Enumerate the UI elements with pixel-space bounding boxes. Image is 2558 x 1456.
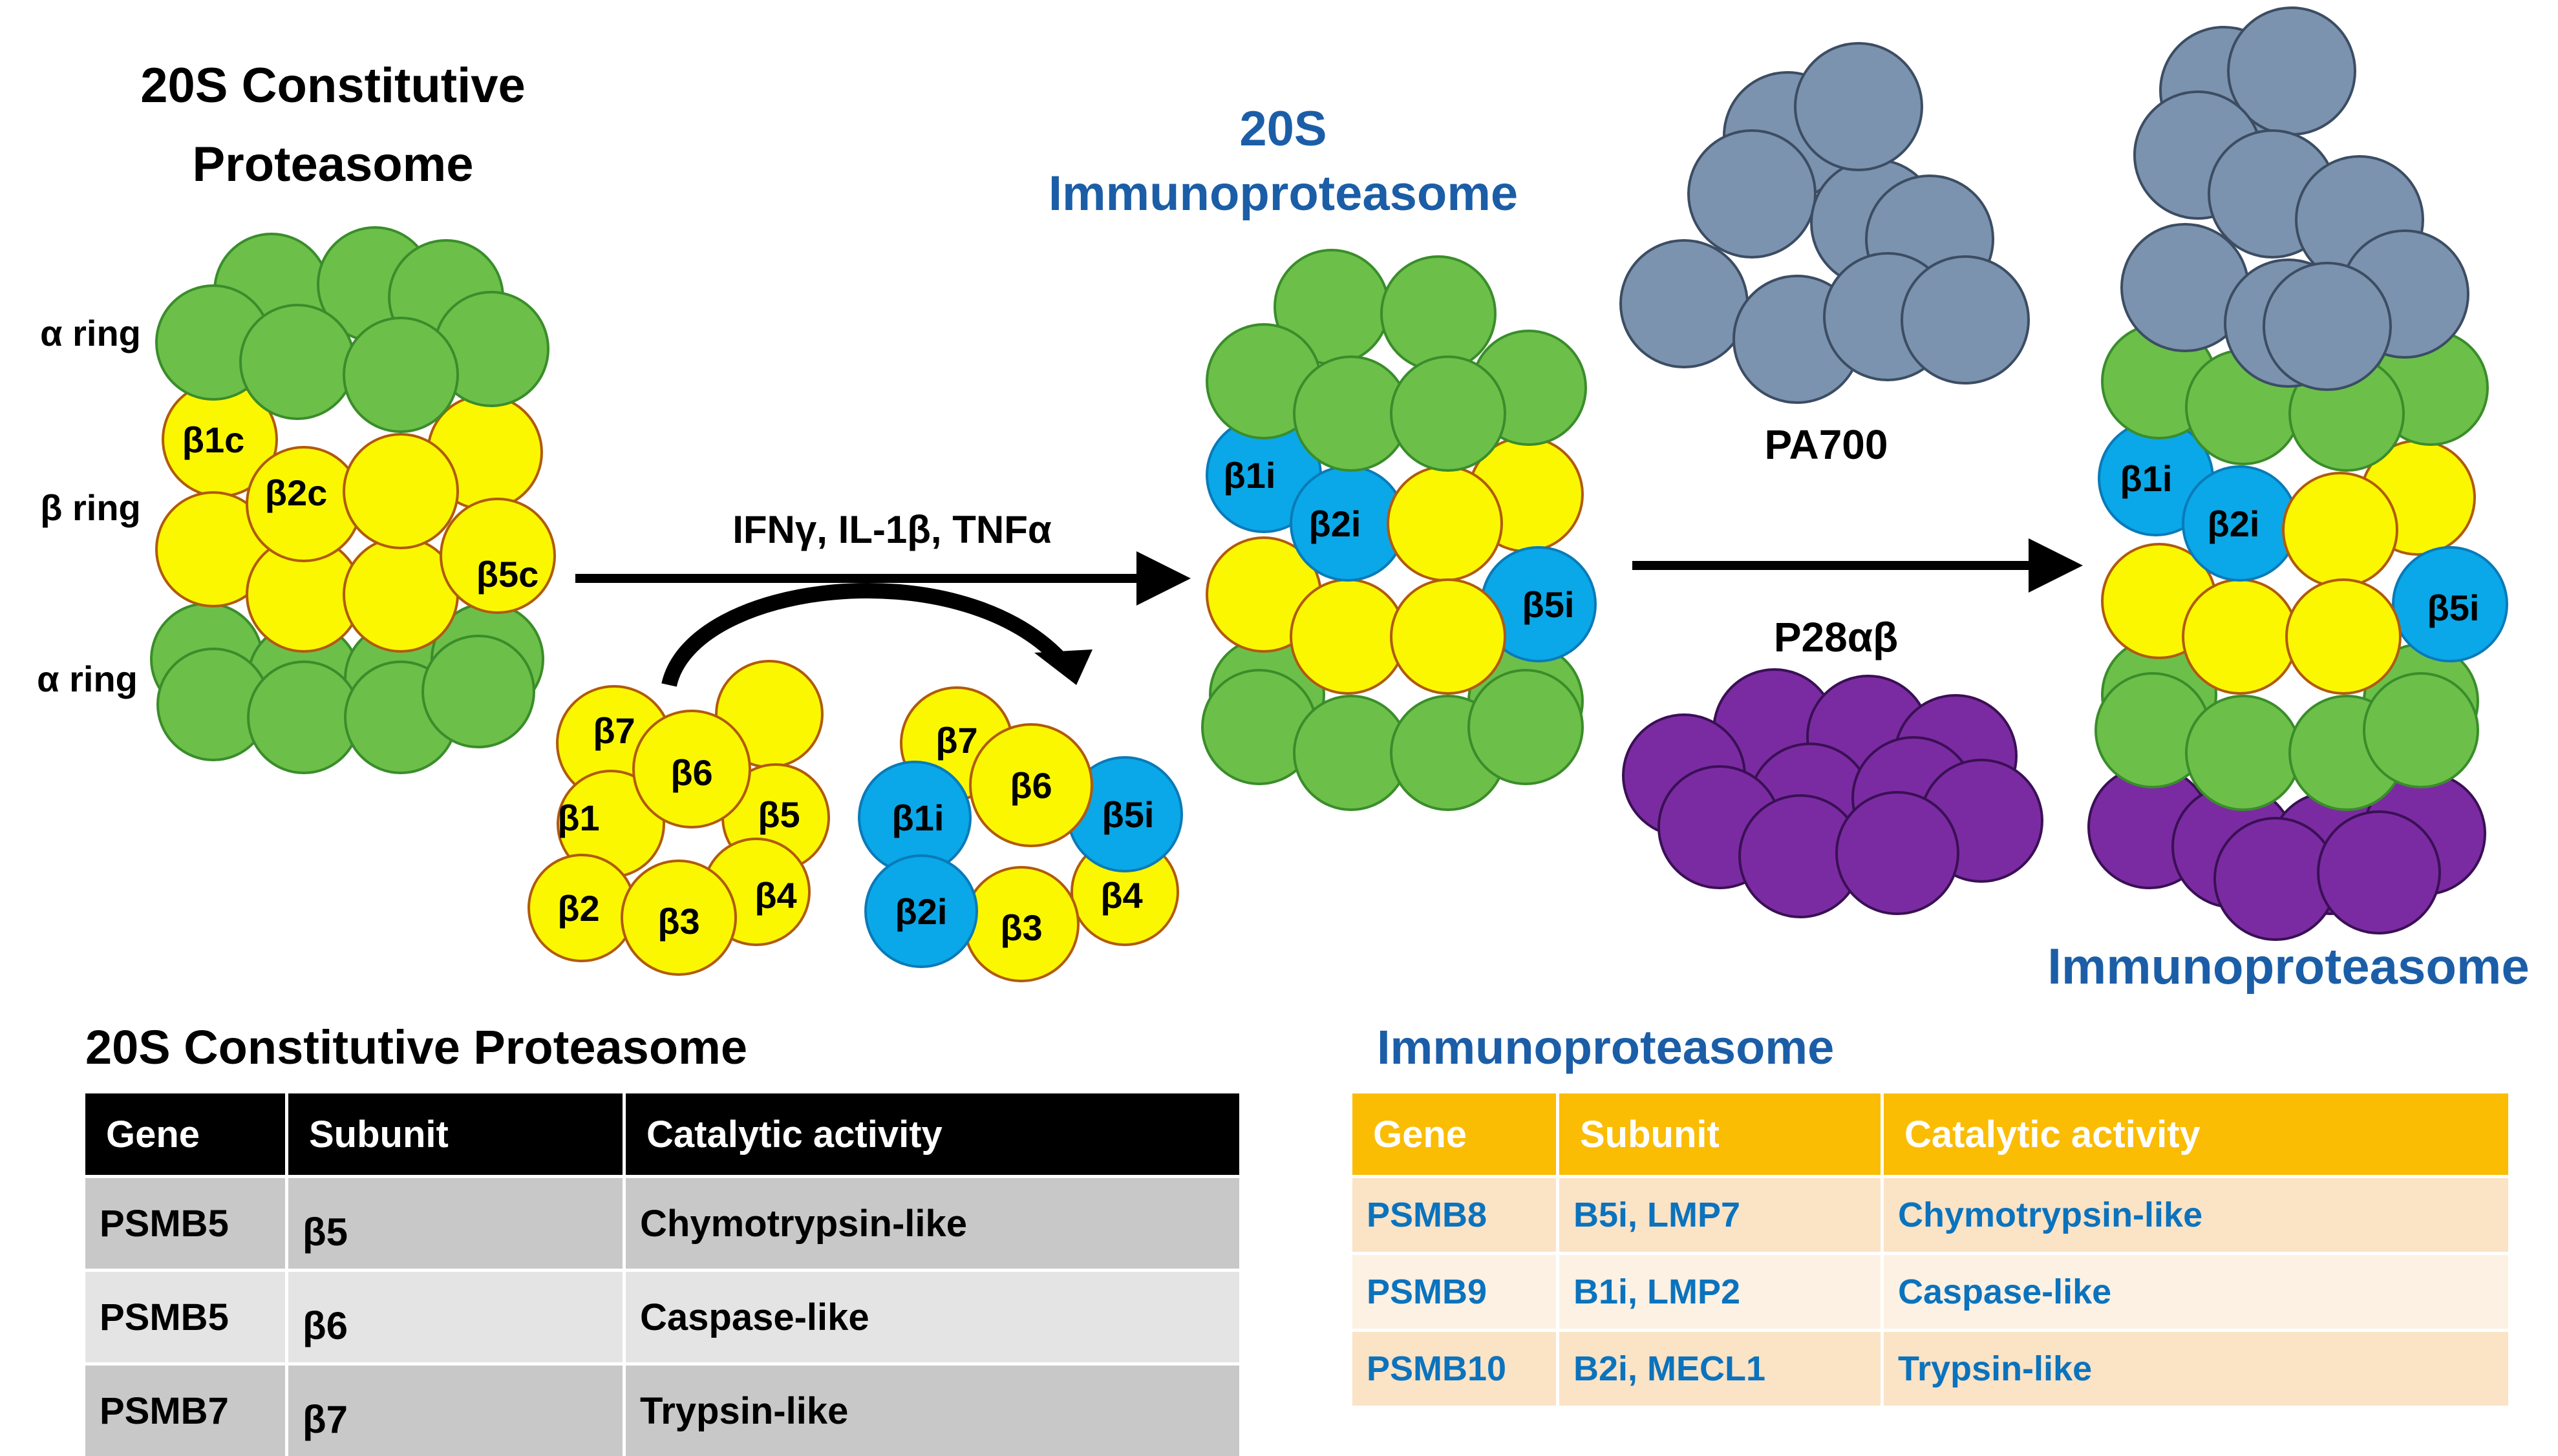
immuno20s [1201, 249, 1597, 811]
pa700 [1619, 42, 2030, 404]
b7-label: β7 [593, 710, 635, 751]
activity-cell: Caspase-like [626, 1269, 1239, 1362]
beta-ring-circles [155, 381, 556, 653]
b4-label: β4 [754, 875, 796, 916]
table-row: PSMB5 β6 Caspase-like [85, 1269, 1239, 1362]
column-header-gene: Gene [1352, 1093, 1559, 1175]
full-immunoproteasome [2087, 6, 2508, 941]
p28 [1622, 668, 2043, 918]
p28-label: P28αβ [1774, 614, 1898, 660]
column-header-subunit: Subunit [1559, 1093, 1884, 1175]
exchange-curved-arrowhead [1034, 649, 1092, 685]
beta-ring-label: β ring [40, 487, 141, 528]
constitutive-proteasome: β1c β2c β5c [150, 226, 556, 774]
alpha-ring-bottom-label: α ring [37, 659, 138, 699]
table-row: PSMB10 B2i, MECL1 Trypsin-like [1352, 1329, 2508, 1406]
table-row: PSMB9 B1i, LMP2 Caspase-like [1352, 1252, 2508, 1329]
constitutive-table: Gene Subunit Catalytic activity PSMB5 β5… [85, 1093, 1239, 1456]
immuno-ring-b5i-label: β5i [1102, 794, 1155, 835]
column-header-gene: Gene [85, 1093, 288, 1175]
activity-cell: Chymotrypsin-like [1884, 1175, 2508, 1252]
constitutive-title-line1: 20S Constitutive [140, 58, 525, 113]
column-header-catalytic-activity: Catalytic activity [626, 1093, 1239, 1175]
subunit-cell: B5i, LMP7 [1559, 1175, 1884, 1252]
subunit-cell: β7 [288, 1362, 626, 1456]
table-row: PSMB7 β7 Trypsin-like [85, 1362, 1239, 1456]
immuno-ring-b2i-label: β2i [895, 891, 948, 932]
gene-cell: PSMB10 [1352, 1329, 1559, 1406]
proteasome-diagram: β1c β2c β5c 20S Constitutive Proteasome … [37, 6, 2530, 995]
subunit-cell: β6 [288, 1269, 626, 1362]
immuno-ring-b1i-label: β1i [892, 797, 944, 838]
gene-cell: PSMB5 [85, 1269, 288, 1362]
exchange-curved-arrow [661, 583, 1066, 688]
alpha-ring-bottom-circles [150, 602, 544, 774]
activity-cell: Trypsin-like [626, 1362, 1239, 1456]
pa700-label: PA700 [1765, 421, 1888, 468]
b1-label: β1 [557, 797, 599, 838]
subunit-cell: B1i, LMP2 [1559, 1252, 1884, 1329]
gene-cell: PSMB8 [1352, 1175, 1559, 1252]
immuno-table-header: Gene Subunit Catalytic activity [1352, 1093, 2508, 1175]
activity-cell: Chymotrypsin-like [626, 1175, 1239, 1269]
gene-cell: PSMB7 [85, 1362, 288, 1456]
immuno-ring-b7-label: β7 [935, 720, 977, 761]
constitutive-beta-ring [528, 660, 830, 976]
gene-cell: PSMB5 [85, 1175, 288, 1269]
constitutive-table-title: 20S Constitutive Proteasome [85, 1020, 747, 1074]
immuno-table: Gene Subunit Catalytic activity PSMB8 B5… [1352, 1093, 2508, 1406]
alpha-ring-top-circles [155, 226, 549, 433]
column-header-subunit: Subunit [288, 1093, 626, 1175]
cytokines-label: IFNγ, IL-1β, TNFα [732, 508, 1052, 551]
b3-label: β3 [657, 901, 699, 942]
b2-label: β2 [557, 888, 599, 929]
immuno20s-b1i-label: β1i [1224, 455, 1276, 496]
b6-label: β6 [670, 752, 712, 793]
immuno-ring-b4-label: β4 [1100, 875, 1142, 916]
table-row: PSMB8 B5i, LMP7 Chymotrypsin-like [1352, 1175, 2508, 1252]
alpha-ring-top-label: α ring [40, 313, 141, 353]
immuno20s-title-line1: 20S [1239, 101, 1327, 156]
immuno-final-label: Immunoproteasome [2047, 938, 2529, 995]
immuno-table-title: Immunoproteasome [1377, 1020, 1835, 1074]
activity-cell: Caspase-like [1884, 1252, 2508, 1329]
immuno20s-b5i-label: β5i [1522, 584, 1575, 625]
b1c-label: β1c [182, 419, 244, 460]
immuno-ring-b6-label: β6 [1010, 765, 1052, 806]
immuno-ring-b3-label: β3 [1000, 907, 1042, 948]
immuno20s-b2i-label: β2i [1309, 503, 1361, 544]
b5-label: β5 [758, 794, 800, 835]
full-b2i-label: β2i [2208, 503, 2260, 544]
immuno-beta-ring [858, 686, 1183, 982]
subunit-cell: β5 [288, 1175, 626, 1269]
constitutive-table-header: Gene Subunit Catalytic activity [85, 1093, 1239, 1175]
activity-cell: Trypsin-like [1884, 1329, 2508, 1406]
gene-cell: PSMB9 [1352, 1252, 1559, 1329]
constitutive-title-line2: Proteasome [192, 137, 473, 192]
table-row: PSMB5 β5 Chymotrypsin-like [85, 1175, 1239, 1269]
subunit-cell: B2i, MECL1 [1559, 1329, 1884, 1406]
b2c-label: β2c [265, 472, 327, 513]
column-header-catalytic-activity: Catalytic activity [1884, 1093, 2508, 1175]
full-b5i-label: β5i [2427, 587, 2480, 628]
b5c-label: β5c [476, 554, 538, 595]
immuno20s-title-line2: Immunoproteasome [1049, 166, 1518, 221]
full-b1i-label: β1i [2120, 458, 2173, 499]
